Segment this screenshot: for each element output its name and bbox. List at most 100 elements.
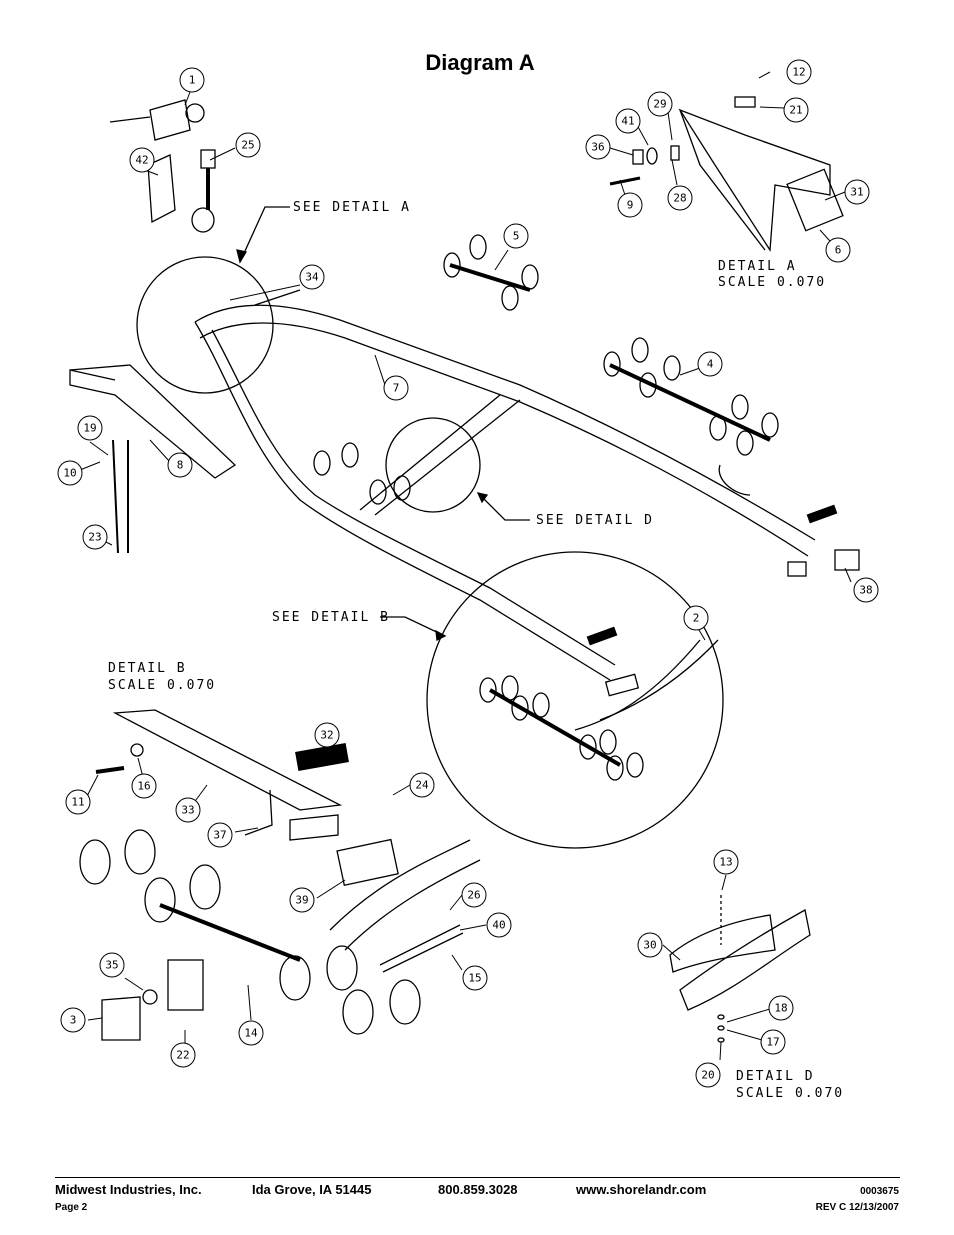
roller-assembly-mid xyxy=(313,442,411,505)
svg-text:19: 19 xyxy=(83,422,96,435)
svg-text:6: 6 xyxy=(835,244,842,257)
tongue xyxy=(69,364,237,554)
callout-6: 6 xyxy=(825,237,851,263)
footer-divider xyxy=(55,1177,900,1178)
callout-9: 9 xyxy=(617,192,643,218)
callout-1: 1 xyxy=(179,67,205,93)
svg-text:41: 41 xyxy=(621,115,634,128)
svg-text:26: 26 xyxy=(467,889,480,902)
svg-text:28: 28 xyxy=(673,192,686,205)
detail-d-drawing xyxy=(669,895,811,1043)
detail-b-circle xyxy=(426,551,724,849)
detail-labels: SEE DETAIL A SEE DETAIL D SEE DETAIL B D… xyxy=(108,200,844,1101)
callout-31: 31 xyxy=(844,179,870,205)
svg-text:22: 22 xyxy=(176,1049,189,1062)
page-title: Diagram A xyxy=(425,50,535,75)
svg-text:21: 21 xyxy=(789,104,802,117)
callout-35: 35 xyxy=(99,952,125,978)
detail-b-scale: SCALE 0.070 xyxy=(108,678,216,693)
svg-text:32: 32 xyxy=(320,729,333,742)
detail-b-rollers-lower xyxy=(79,829,421,1035)
callout-19: 19 xyxy=(77,415,103,441)
callout-12: 12 xyxy=(786,59,812,85)
detail-a-circle xyxy=(136,256,274,394)
svg-text:8: 8 xyxy=(177,459,184,472)
see-detail-a-label: SEE DETAIL A xyxy=(293,200,411,215)
svg-text:29: 29 xyxy=(653,98,666,111)
svg-text:4: 4 xyxy=(707,358,714,371)
svg-text:3: 3 xyxy=(70,1014,77,1027)
svg-text:14: 14 xyxy=(244,1027,258,1040)
detail-b-drawing xyxy=(95,709,481,1041)
svg-text:24: 24 xyxy=(415,779,429,792)
svg-text:42: 42 xyxy=(135,154,148,167)
see-detail-b-label: SEE DETAIL B xyxy=(272,610,390,625)
detail-a-drawing xyxy=(609,96,844,252)
leader-lines xyxy=(79,71,852,1061)
svg-text:36: 36 xyxy=(591,141,604,154)
svg-text:7: 7 xyxy=(393,382,400,395)
svg-text:10: 10 xyxy=(63,467,76,480)
detail-b-title: DETAIL B xyxy=(108,661,187,676)
roller-assembly-5 xyxy=(443,234,539,311)
svg-text:31: 31 xyxy=(850,186,863,199)
callout-28: 28 xyxy=(667,185,693,211)
callout-22: 22 xyxy=(170,1042,196,1068)
callout-14: 14 xyxy=(238,1020,264,1046)
footer-company: Midwest Industries, Inc. xyxy=(55,1182,202,1197)
callout-13: 13 xyxy=(713,849,739,875)
detail-a-scale: SCALE 0.070 xyxy=(718,275,826,290)
callout-8: 8 xyxy=(167,452,193,478)
callout-26: 26 xyxy=(461,882,487,908)
callout-29: 29 xyxy=(647,91,673,117)
roller-assembly-4 xyxy=(603,337,779,456)
footer-revision: REV C 12/13/2007 xyxy=(815,1202,899,1213)
svg-text:30: 30 xyxy=(643,939,656,952)
svg-text:11: 11 xyxy=(71,796,84,809)
callout-25: 25 xyxy=(235,132,261,158)
svg-text:13: 13 xyxy=(719,856,732,869)
detail-d-scale: SCALE 0.070 xyxy=(736,1086,844,1101)
callout-10: 10 xyxy=(57,460,83,486)
detail-a-title: DETAIL A xyxy=(718,259,797,274)
callout-17: 17 xyxy=(760,1029,786,1055)
svg-text:38: 38 xyxy=(859,584,872,597)
detail-d-circle xyxy=(385,417,481,513)
footer-page: Page 2 xyxy=(55,1202,88,1213)
svg-text:35: 35 xyxy=(105,959,118,972)
callouts: 1 2 3 4 5 6 7 8 9 10 11 12 13 14 15 16 1… xyxy=(57,59,879,1088)
svg-text:5: 5 xyxy=(513,230,520,243)
callout-23: 23 xyxy=(82,524,108,550)
callout-11: 11 xyxy=(65,789,91,815)
svg-text:37: 37 xyxy=(213,829,226,842)
callout-42: 42 xyxy=(129,147,155,173)
callout-34: 34 xyxy=(299,264,325,290)
callout-21: 21 xyxy=(783,97,809,123)
svg-text:25: 25 xyxy=(241,139,254,152)
callout-2: 2 xyxy=(683,605,709,631)
callout-30: 30 xyxy=(637,932,663,958)
svg-text:1: 1 xyxy=(189,74,196,87)
callout-16: 16 xyxy=(131,773,157,799)
footer-website[interactable]: www.shorelandr.com xyxy=(576,1182,707,1197)
footer-phone: 800.859.3028 xyxy=(438,1182,518,1197)
callout-4: 4 xyxy=(697,351,723,377)
callout-3: 3 xyxy=(60,1007,86,1033)
winch-assembly xyxy=(109,99,216,233)
callout-38: 38 xyxy=(853,577,879,603)
callout-41: 41 xyxy=(615,108,641,134)
callout-32: 32 xyxy=(314,722,340,748)
svg-text:15: 15 xyxy=(468,972,481,985)
trailer-frame xyxy=(194,289,816,681)
callout-33: 33 xyxy=(175,797,201,823)
svg-text:20: 20 xyxy=(701,1069,714,1082)
callout-15: 15 xyxy=(462,965,488,991)
callout-40: 40 xyxy=(486,912,512,938)
footer-doc-number: 0003675 xyxy=(860,1186,899,1197)
footer-city: Ida Grove, IA 51445 xyxy=(252,1182,372,1197)
svg-text:34: 34 xyxy=(305,271,319,284)
detail-b-rollers xyxy=(479,639,719,781)
see-detail-d-label: SEE DETAIL D xyxy=(536,513,654,528)
svg-text:39: 39 xyxy=(295,894,308,907)
callout-5: 5 xyxy=(503,223,529,249)
